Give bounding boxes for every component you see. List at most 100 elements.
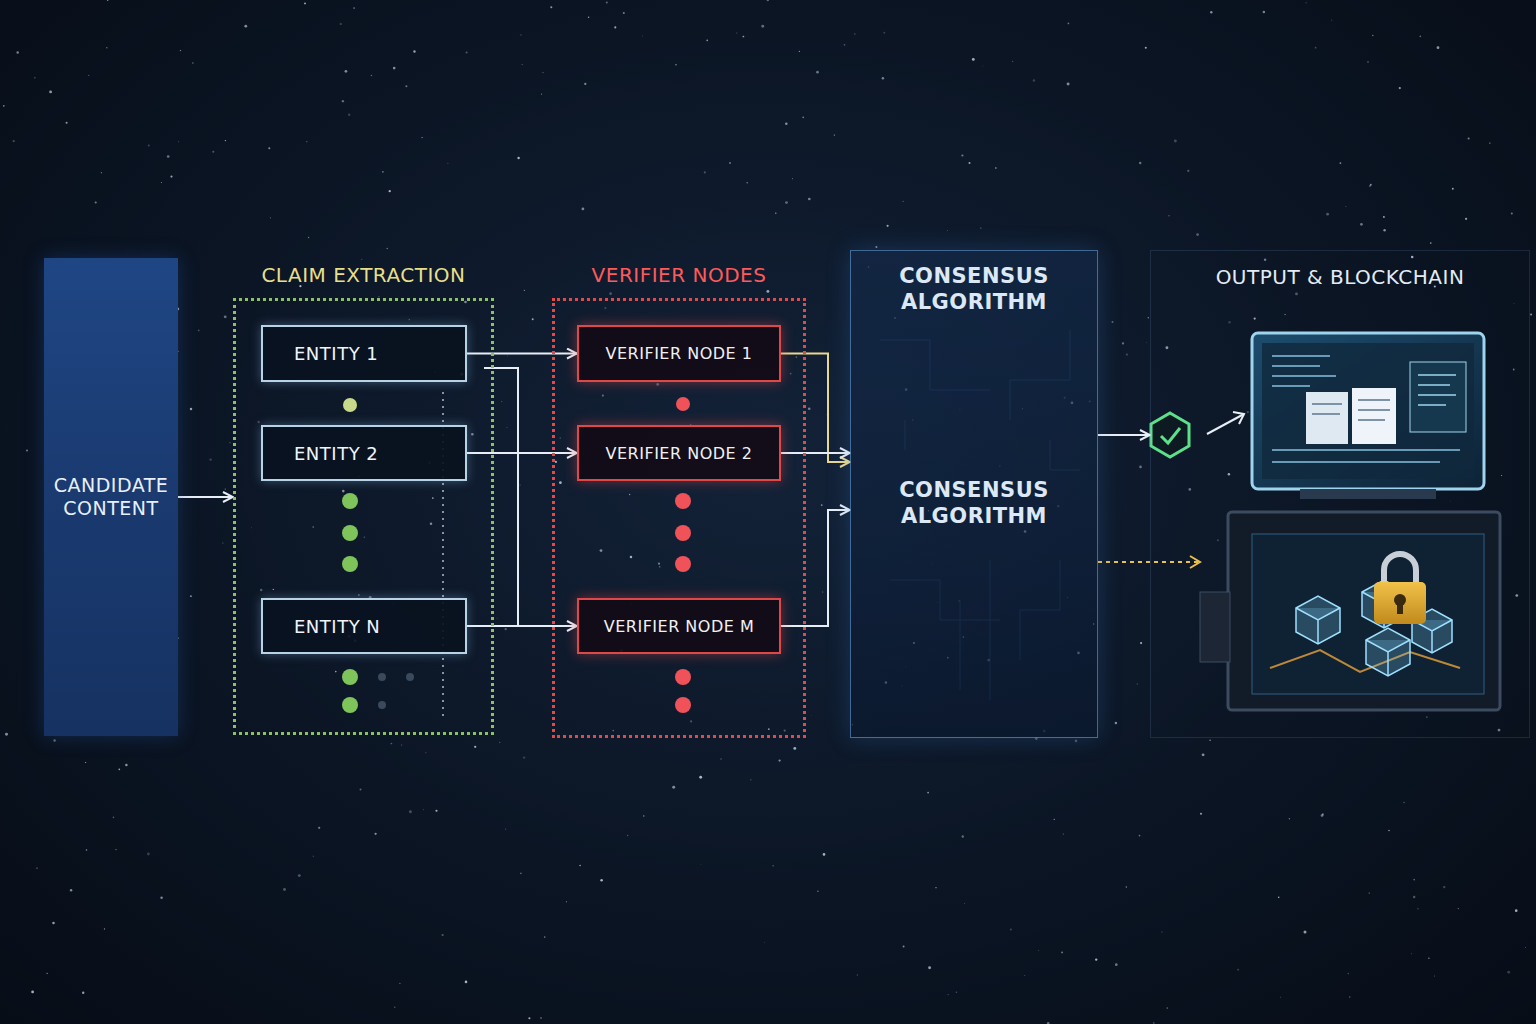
- connector-arrow: [467, 625, 577, 627]
- star: [318, 827, 320, 829]
- entity-box: ENTITY N: [261, 598, 467, 654]
- star: [602, 395, 604, 397]
- star: [1339, 162, 1341, 164]
- node-label: OUTPUT & BLOCKCHAIN: [1151, 265, 1529, 289]
- connector-arrow: [781, 354, 850, 463]
- star: [785, 122, 788, 125]
- star: [1443, 886, 1445, 888]
- star: [147, 853, 150, 856]
- star: [1367, 61, 1368, 62]
- star: [793, 747, 796, 750]
- star: [5, 733, 8, 736]
- star: [1458, 908, 1459, 909]
- star: [1237, 969, 1239, 971]
- monitor-illustration: [1252, 333, 1484, 499]
- star: [1033, 79, 1035, 81]
- star: [432, 497, 434, 499]
- star: [501, 401, 503, 403]
- star: [775, 213, 776, 214]
- star: [579, 865, 581, 867]
- star: [808, 198, 811, 201]
- star: [345, 70, 348, 73]
- node-label: VERIFIER NODE M: [604, 617, 755, 636]
- star: [935, 887, 936, 888]
- star: [1047, 1022, 1050, 1024]
- star: [1515, 909, 1518, 912]
- star: [1321, 814, 1324, 817]
- star: [394, 1007, 395, 1008]
- node-label: CONSENSUS ALGORITHM: [851, 263, 1097, 315]
- star: [700, 863, 702, 865]
- star: [1254, 317, 1256, 319]
- verifier-box: VERIFIER NODE 2: [577, 425, 781, 481]
- star: [1289, 818, 1290, 819]
- star: [364, 537, 365, 538]
- star: [609, 292, 612, 295]
- star: [656, 383, 659, 386]
- star: [505, 628, 507, 630]
- star: [1145, 47, 1147, 49]
- star: [88, 75, 89, 76]
- star: [1383, 216, 1385, 218]
- star: [1410, 953, 1412, 955]
- star: [1465, 218, 1467, 220]
- star: [604, 307, 606, 309]
- star: [764, 941, 766, 943]
- star: [768, 728, 770, 730]
- star: [1263, 11, 1266, 14]
- star: [1189, 488, 1192, 491]
- star: [1054, 819, 1055, 820]
- star: [257, 421, 259, 423]
- star: [507, 427, 508, 428]
- verifier-box: VERIFIER NODE M: [577, 598, 781, 654]
- star: [399, 983, 400, 984]
- star: [542, 72, 543, 73]
- star: [1411, 256, 1414, 259]
- star: [1126, 886, 1127, 887]
- star: [1489, 143, 1490, 144]
- star: [225, 488, 226, 489]
- star: [46, 973, 47, 974]
- star: [532, 318, 534, 320]
- star: [627, 835, 628, 836]
- star: [1012, 61, 1013, 62]
- star: [1166, 1007, 1168, 1009]
- star: [167, 155, 170, 158]
- star: [308, 237, 309, 238]
- star: [1228, 473, 1230, 475]
- output-panel: OUTPUT & BLOCKCHAIN: [1150, 250, 1530, 738]
- star: [528, 1017, 530, 1019]
- star: [729, 162, 731, 164]
- star: [283, 888, 286, 891]
- star: [816, 71, 819, 74]
- star: [190, 408, 193, 411]
- star: [1383, 229, 1385, 231]
- star: [465, 981, 468, 984]
- star: [1452, 188, 1454, 190]
- star: [358, 594, 359, 595]
- star: [524, 290, 525, 291]
- star: [1372, 35, 1374, 37]
- star: [903, 946, 905, 948]
- star: [313, 856, 314, 857]
- star: [160, 897, 162, 899]
- dashed-arrow: [1098, 556, 1200, 568]
- star: [784, 729, 786, 731]
- star: [1075, 740, 1078, 743]
- star: [612, 730, 614, 732]
- star: [178, 141, 179, 142]
- star-field: [3, 0, 1532, 1024]
- star: [720, 758, 721, 759]
- star: [902, 201, 903, 202]
- star: [82, 992, 84, 994]
- star: [1530, 314, 1532, 316]
- star: [1228, 321, 1230, 323]
- star: [270, 217, 271, 218]
- star: [1370, 184, 1372, 186]
- star: [1498, 729, 1501, 732]
- star: [229, 442, 230, 443]
- connector-arrow: [781, 510, 850, 626]
- star: [408, 319, 410, 321]
- star: [517, 157, 519, 159]
